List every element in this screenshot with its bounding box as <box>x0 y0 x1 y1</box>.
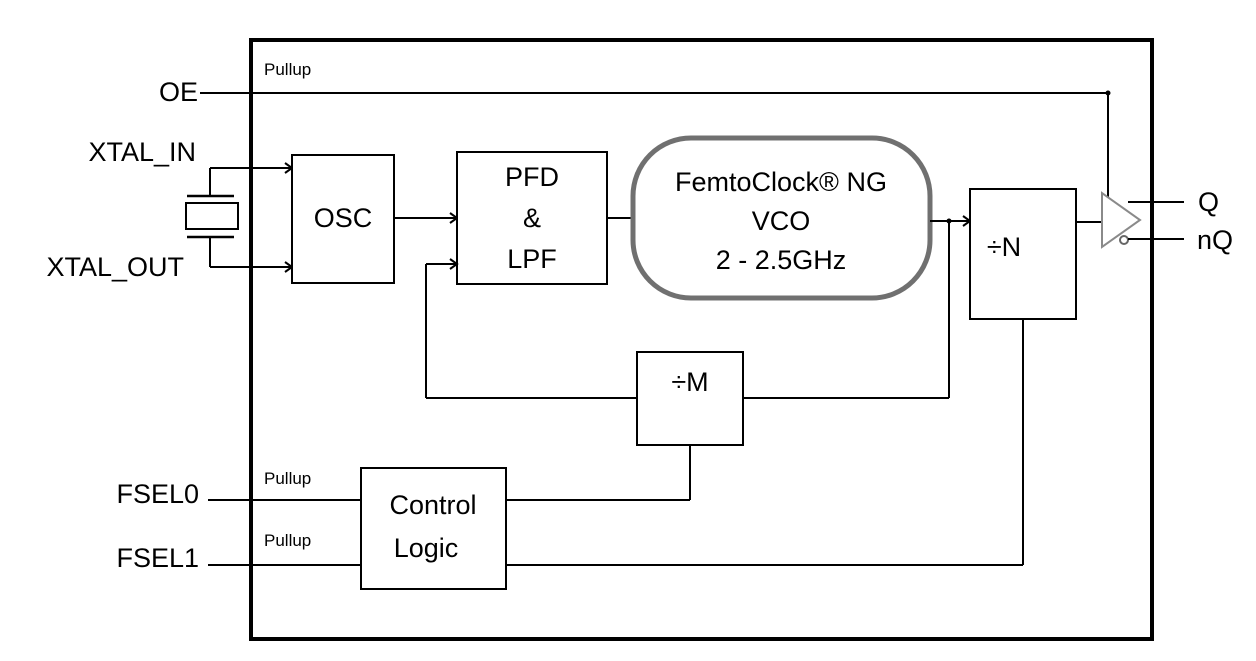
xtal-in-label: XTAL_IN <box>88 137 196 167</box>
output-buffer-icon <box>1101 191 1142 249</box>
vco-label: VCO <box>752 206 811 236</box>
control-label: Control <box>389 490 476 520</box>
fsel0-label: FSEL0 <box>116 479 199 509</box>
div-m-block <box>636 351 744 446</box>
pfd-ampersand: & <box>523 203 541 233</box>
vco-brand-label: FemtoClock® NG <box>675 167 887 197</box>
oe-label: OE <box>159 77 198 107</box>
output-invert-bubble <box>1119 235 1129 245</box>
fsel1-pullup-label: Pullup <box>264 531 311 550</box>
nq-label: nQ <box>1197 225 1233 255</box>
vco-block <box>630 135 933 301</box>
oe-junction-dot <box>1105 90 1111 96</box>
control-logic-block <box>360 467 507 590</box>
chip-outline <box>249 38 1154 641</box>
logic-label: Logic <box>394 533 459 563</box>
feedback-junction-dot <box>946 218 952 224</box>
fsel0-pullup-label: Pullup <box>264 469 311 488</box>
osc-block <box>291 154 395 284</box>
pfd-label: PFD <box>505 162 559 192</box>
pfd-fb-arrow <box>449 258 459 270</box>
lpf-label: LPF <box>507 244 557 274</box>
oe-pullup-label: Pullup <box>264 60 311 79</box>
pfd-lpf-block <box>456 151 608 285</box>
div-n-label: ÷N <box>987 232 1021 262</box>
osc-label: OSC <box>314 203 373 233</box>
q-label: Q <box>1198 187 1219 217</box>
vco-range-label: 2 - 2.5GHz <box>716 245 847 275</box>
div-n-block <box>969 188 1077 320</box>
div-m-label: ÷M <box>671 367 708 397</box>
fsel1-label: FSEL1 <box>116 543 199 573</box>
crystal-icon <box>185 202 239 230</box>
xtal-out-label: XTAL_OUT <box>46 252 184 282</box>
